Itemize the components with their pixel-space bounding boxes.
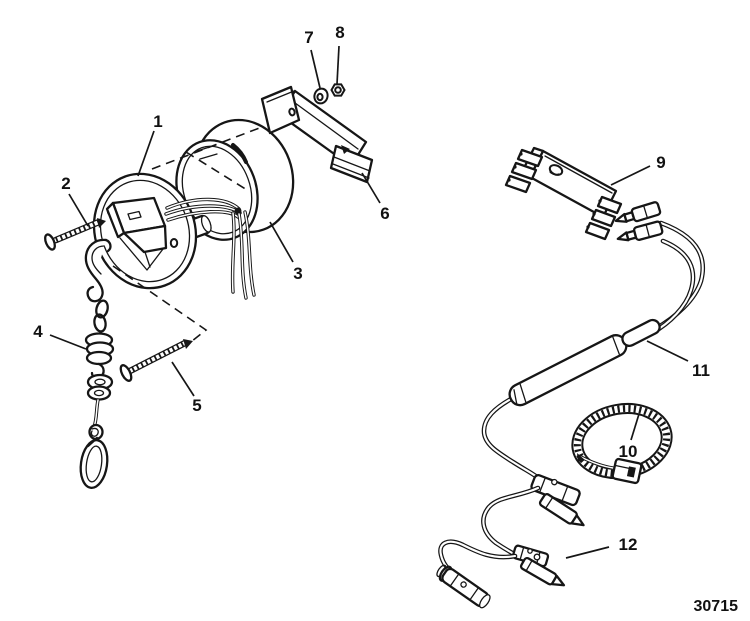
drawing-number: 30715 (694, 598, 739, 615)
callout-labels: 1 2 3 4 5 6 7 8 9 10 11 12 (33, 23, 710, 554)
washer (313, 87, 329, 105)
harness-sleeve (508, 318, 661, 407)
lead-wire (481, 485, 541, 559)
nut (330, 83, 346, 97)
connector-b (511, 544, 566, 587)
screw-2 (44, 218, 106, 251)
alignment-dashes (112, 126, 263, 342)
callout-10: 10 (619, 442, 638, 461)
finned-plate (504, 146, 623, 241)
callout-12: 12 (619, 535, 638, 554)
callout-9: 9 (656, 153, 665, 172)
callout-leaders (49, 45, 689, 559)
callout-11: 11 (692, 361, 710, 380)
callout-8: 8 (335, 23, 344, 42)
screw-5 (119, 339, 193, 382)
bullet-terminal (616, 220, 664, 242)
callout-3: 3 (293, 264, 302, 283)
callout-7: 7 (304, 28, 313, 47)
connector-c (436, 564, 491, 609)
switch-wires (164, 197, 256, 300)
bracket (260, 85, 374, 184)
callout-6: 6 (380, 204, 389, 223)
harness-wires (649, 220, 706, 336)
cable-tie (571, 403, 673, 485)
lanyard (79, 238, 115, 489)
bracket-hole (288, 107, 296, 117)
connector-a (530, 474, 585, 527)
callout-1: 1 (153, 112, 162, 131)
bullet-terminal (614, 201, 662, 223)
mount-hole (169, 238, 179, 248)
callout-4: 4 (33, 322, 43, 341)
callout-2: 2 (61, 174, 70, 193)
callout-5: 5 (192, 396, 201, 415)
